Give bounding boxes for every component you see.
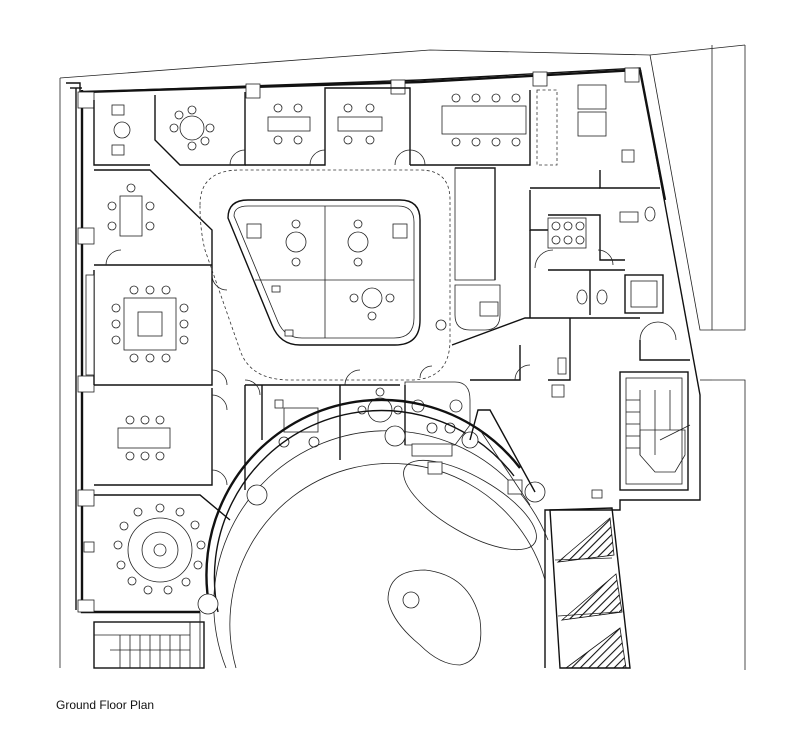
reception-area — [529, 84, 660, 231]
floor-plan-drawing — [59, 44, 746, 670]
stair-bottom-left — [93, 612, 205, 669]
atrium — [197, 398, 549, 669]
top-meeting-rooms — [93, 87, 531, 166]
plan-caption: Ground Floor Plan — [56, 698, 155, 712]
skylights — [549, 507, 631, 669]
left-rooms — [83, 169, 228, 553]
lobby-corridor — [451, 167, 570, 381]
central-pod — [199, 169, 451, 381]
restroom-core — [534, 206, 690, 398]
site-boundary — [59, 44, 746, 670]
round-conference-room — [94, 494, 231, 595]
stair-core — [591, 371, 691, 499]
outer-wall — [66, 67, 701, 668]
